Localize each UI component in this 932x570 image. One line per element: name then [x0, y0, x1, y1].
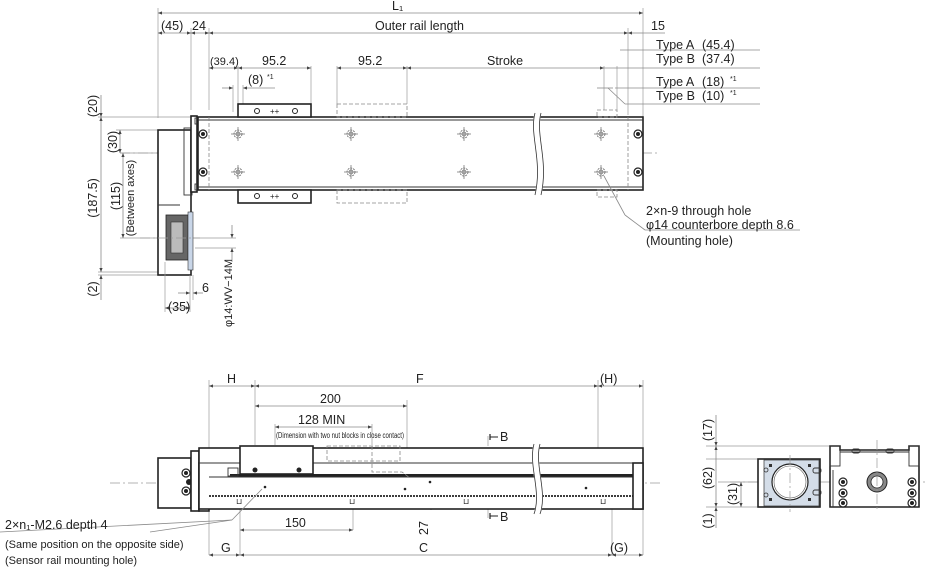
- top-view: ++ ++: [98, 8, 800, 312]
- svg-text:⊔: ⊔: [349, 497, 355, 506]
- block-screws: ++ ++: [254, 107, 298, 201]
- svg-text:++: ++: [270, 107, 280, 116]
- end-view: [706, 415, 925, 528]
- svg-text:⊔: ⊔: [463, 497, 469, 506]
- svg-text:⊔: ⊔: [236, 497, 242, 506]
- svg-text:⊔: ⊔: [600, 497, 606, 506]
- svg-text:++: ++: [270, 192, 280, 201]
- side-view: ⊔ ⊔ ⊔ ⊔: [0, 380, 660, 557]
